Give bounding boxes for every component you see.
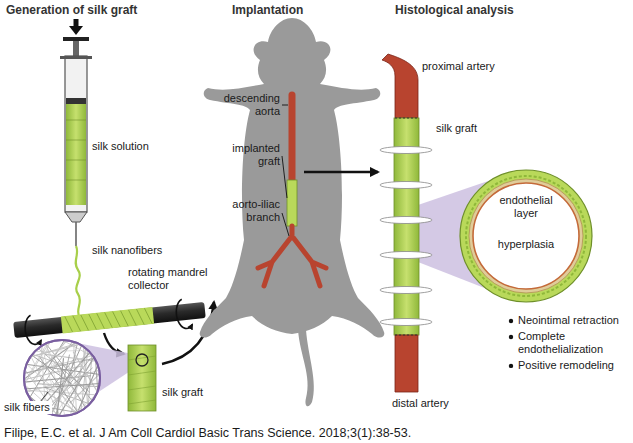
aorta [258, 95, 326, 286]
part-label: silk fibers [2, 401, 52, 414]
bullet-dot [509, 319, 513, 323]
syringe [60, 19, 92, 318]
explanted-vessel [380, 54, 432, 392]
layer-label: hyperplasia [496, 238, 556, 251]
silk-fiber [70, 348, 126, 403]
part-label: silk graft [436, 122, 477, 135]
anatomy-label: aorto-iliac branch [218, 198, 280, 224]
mouse-silhouette [200, 18, 385, 406]
part-label: rotating mandrel collector [128, 266, 228, 292]
caption: Filipe, E.C. et al. J Am Coll Cardiol Ba… [4, 426, 411, 441]
flow-arrow [304, 171, 378, 174]
silk-fiber [0, 342, 88, 372]
silk-fiber [23, 296, 71, 397]
anatomy-label: implanted graft [218, 142, 280, 168]
anatomy-label: proximal artery [422, 60, 495, 73]
zoom-spot [136, 354, 148, 366]
silk-fiber [0, 340, 70, 367]
part-label: silk nanofibers [92, 244, 162, 257]
silk-fiber [3, 350, 135, 378]
section-heading: Generation of silk graft [6, 3, 137, 17]
anatomy-label: distal artery [392, 397, 449, 410]
silk-fiber [57, 358, 64, 420]
section-heading: Implantation [232, 3, 303, 17]
finding-bullet: Positive remodeling [518, 359, 630, 372]
fiber-texture [0, 279, 152, 443]
leader-line [282, 156, 287, 198]
layer-label: endothelial layer [491, 194, 561, 220]
section-heading: Histological analysis [395, 3, 514, 17]
silk-fiber [81, 315, 88, 413]
silk-fiber [67, 310, 122, 437]
nanofiber [76, 246, 80, 318]
silk-fiber [45, 391, 98, 426]
press-arrow [74, 19, 79, 27]
press-arrow-head [69, 26, 83, 35]
part-label: silk solution [92, 140, 149, 153]
finding-bullet: Neointimal retraction [518, 314, 630, 327]
silk-graft-tube [128, 345, 156, 411]
silk-fiber [9, 330, 124, 363]
silk-fiber [8, 297, 76, 413]
bullet-dot [509, 335, 513, 339]
leader-line [282, 213, 289, 236]
bullet-dot [509, 364, 513, 368]
silk-fiber [88, 279, 97, 414]
part-label: silk graft [162, 386, 203, 399]
silk-fiber [5, 328, 72, 438]
mandrel [13, 297, 207, 346]
anatomy-label: descending aorta [218, 92, 280, 118]
cross-section [460, 170, 592, 302]
silk-fiber [0, 336, 86, 417]
silk-fiber [0, 351, 79, 353]
finding-bullet: Complete endothelialization [518, 330, 630, 356]
leader-line [282, 105, 288, 106]
